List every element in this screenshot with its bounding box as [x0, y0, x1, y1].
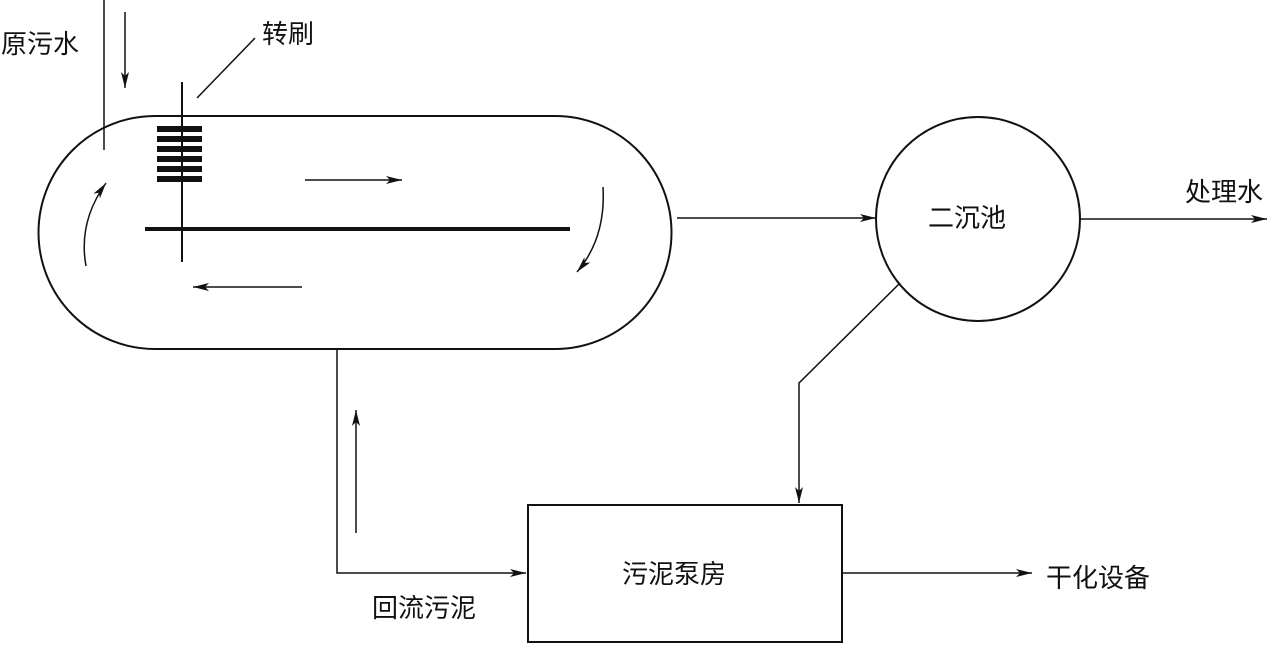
- oxidation-ditch-outline: [37, 115, 673, 350]
- rotor-brush-paddles: [157, 126, 202, 182]
- sludge-pump-house-label: 污泥泵房: [622, 560, 727, 590]
- return-sludge-line: [336, 349, 526, 577]
- rotor-brush-label: 转刷: [262, 20, 315, 50]
- raw-sewage-label: 原污水: [1, 30, 80, 60]
- flow-arrow-right-curve: [576, 186, 605, 273]
- clarifier-sludge-line: [795, 282, 901, 503]
- treated-water-label: 处理水: [1185, 178, 1264, 208]
- secondary-clarifier-label: 二沉池: [928, 204, 1007, 234]
- drying-equipment-label: 干化设备: [1046, 564, 1151, 594]
- return-sludge-label: 回流污泥: [372, 594, 477, 624]
- rotor-brush-leader: [196, 37, 256, 99]
- flow-arrow-left-curve: [83, 182, 107, 267]
